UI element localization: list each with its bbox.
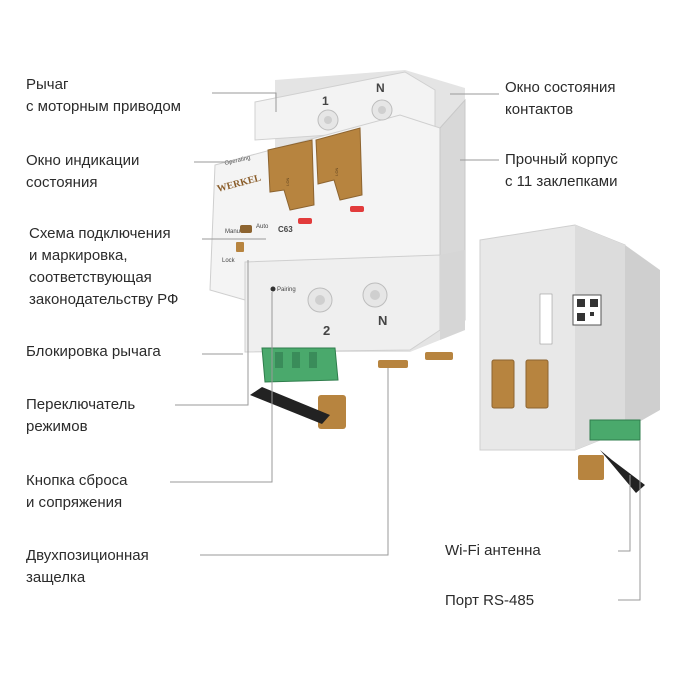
rating-text: C63	[278, 225, 293, 234]
label-reset-button: Кнопка сброса и сопряжения	[26, 472, 128, 511]
status-indicator-left	[298, 218, 312, 224]
leader-lines	[170, 92, 641, 601]
main-breaker-device: WERKEL Operating 1 N 2 N Manu Auto Lock …	[209, 70, 466, 429]
pole-n-top-text: N	[376, 81, 385, 95]
label-lever-lock: Блокировка рычага	[26, 343, 161, 360]
lever-right	[315, 127, 363, 201]
lock-text: Lock	[222, 258, 236, 264]
label-wiring-scheme: Схема подключения и маркировка, соответс…	[29, 225, 179, 308]
label-mode-switch: Переключатель режимов	[26, 396, 136, 435]
pole-n-bottom-text: N	[378, 313, 387, 328]
manu-text: Manu	[225, 229, 240, 235]
status-indicator-right	[350, 206, 364, 212]
label-housing: Прочный корпус с 11 заклепками	[505, 151, 618, 190]
label-motor-lever: Рычаг с моторным приводом	[26, 76, 181, 115]
lever-left	[267, 139, 315, 211]
label-contact-window: Окно состояния контактов	[505, 79, 616, 118]
pole-2-text: 2	[323, 323, 330, 338]
on-right-text: I-ON	[334, 167, 339, 176]
pairing-text: Pairing	[277, 287, 296, 293]
pole-1-text: 1	[322, 94, 329, 108]
label-wifi-antenna: Wi-Fi антенна	[445, 542, 541, 559]
label-status-window: Окно индикации состояния	[26, 152, 140, 191]
wifi-antenna-front	[250, 387, 330, 424]
auto-text: Auto	[256, 224, 269, 230]
label-rs485-port: Порт RS-485	[445, 592, 535, 609]
on-left-text: I-ON	[285, 177, 290, 186]
operating-text: Operating	[224, 155, 251, 167]
label-two-position-latch: Двухпозиционная защелка	[26, 547, 149, 586]
wifi-antenna-rear	[600, 450, 645, 493]
rear-view-device	[479, 224, 660, 493]
